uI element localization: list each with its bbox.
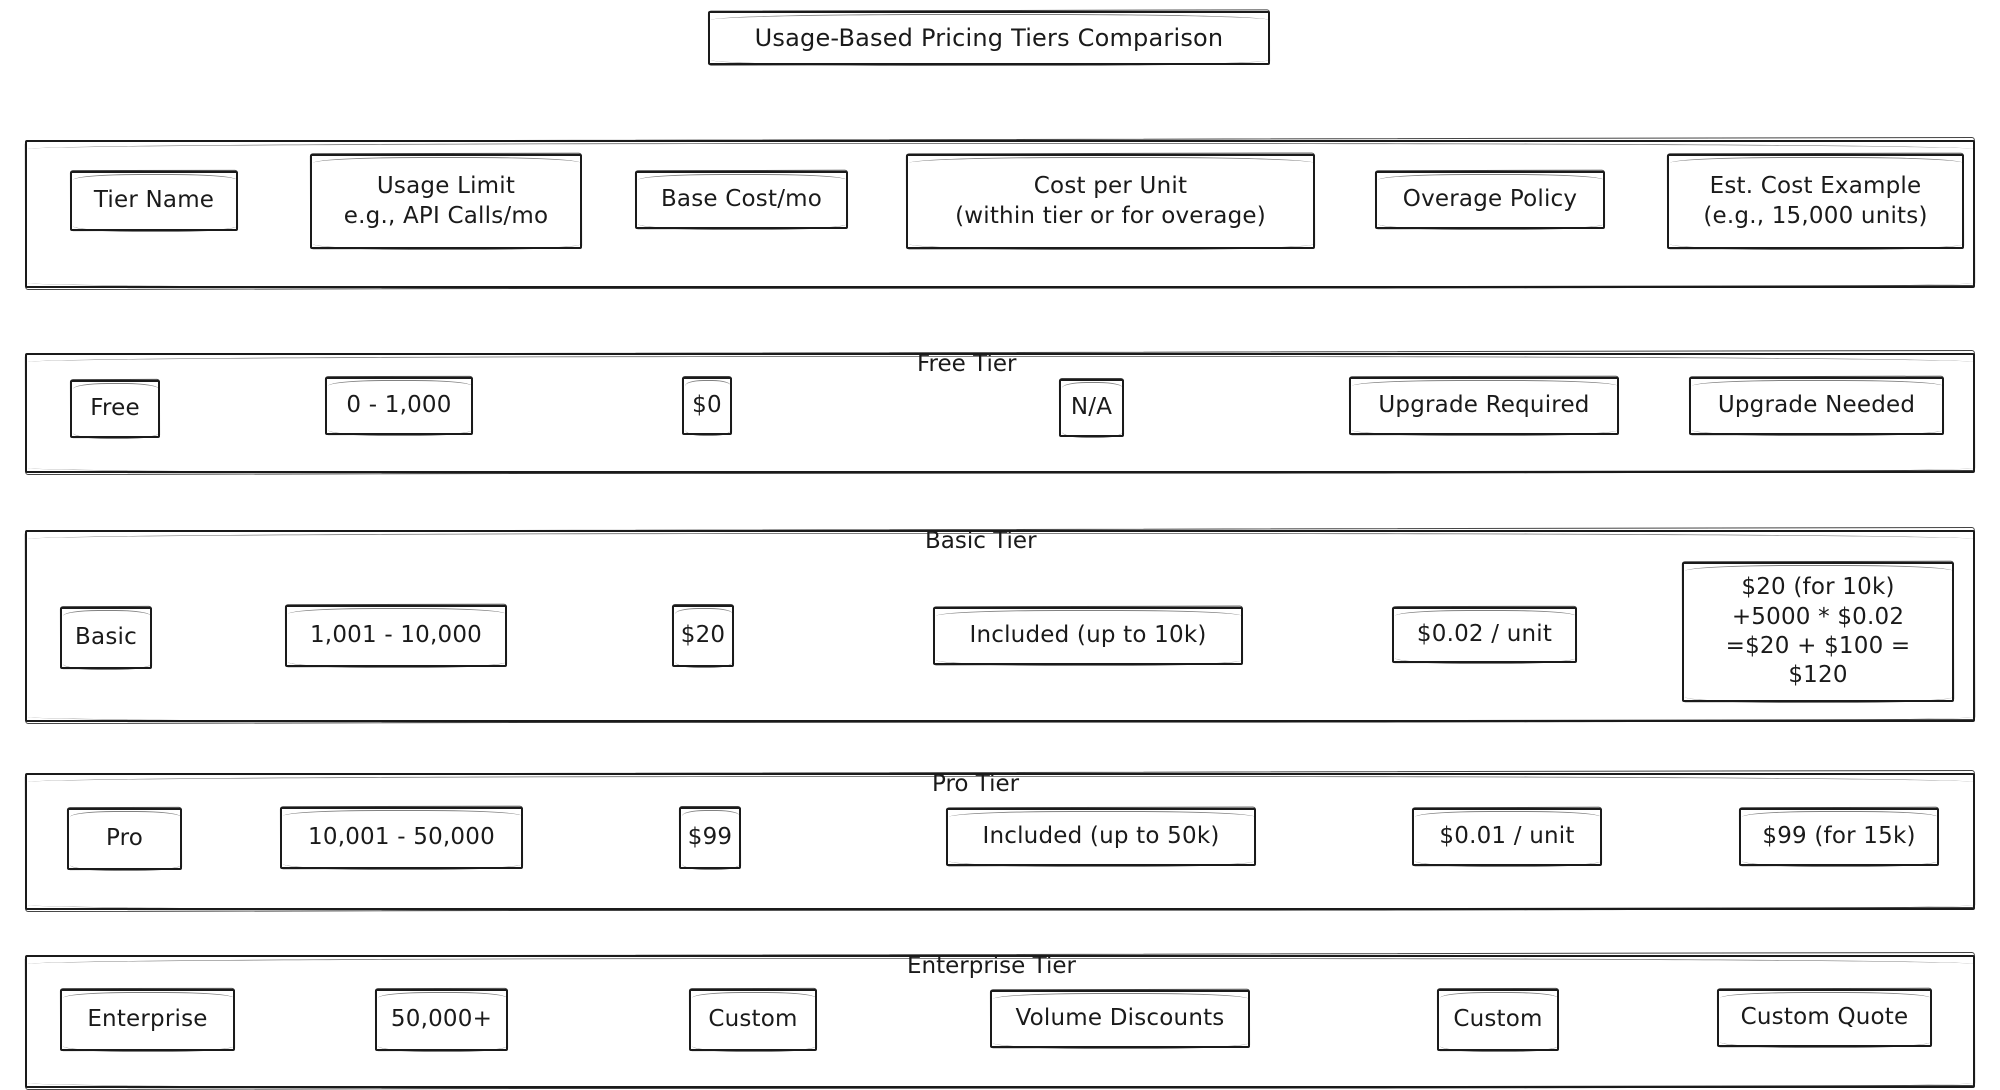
row-group-label-free: Free Tier	[917, 351, 1017, 377]
header-row-container: Tier Name Usage Limit e.g., API Calls/mo…	[25, 140, 1975, 289]
cell-basic-cost-per-unit: Included (up to 10k)	[933, 607, 1243, 666]
cell-basic-usage-limit: 1,001 - 10,000	[285, 605, 507, 668]
cell-basic-est-cost: $20 (for 10k) +5000 * $0.02 =$20 + $100 …	[1682, 562, 1954, 703]
cell-text: Free	[90, 395, 140, 422]
cell-enterprise-overage-policy: Custom	[1437, 989, 1559, 1052]
cell-text: Volume Discounts	[1015, 1005, 1225, 1032]
cell-enterprise-est-cost: Custom Quote	[1717, 989, 1932, 1048]
cell-text: 1,001 - 10,000	[309, 622, 483, 649]
cell-enterprise-base-cost: Custom	[689, 989, 817, 1052]
cell-text: Pro	[105, 825, 144, 852]
row-free-container: Free Tier Free 0 - 1,000 $0 N/A Upgrade …	[25, 351, 1975, 474]
cell-pro-base-cost: $99	[679, 807, 741, 870]
cell-free-base-cost: $0	[682, 377, 732, 436]
cell-text: Upgrade Needed	[1717, 392, 1916, 419]
row-basic-container: Basic Tier Basic 1,001 - 10,000 $20 Incl…	[25, 528, 1975, 723]
diagram-title-box: Usage-Based Pricing Tiers Comparison	[708, 11, 1270, 66]
header-label-tier-name: Tier Name	[93, 187, 215, 214]
cell-pro-tier-name: Pro	[67, 808, 182, 871]
header-cell-usage-limit: Usage Limit e.g., API Calls/mo	[310, 154, 582, 250]
cell-text: $20 (for 10k) +5000 * $0.02 =$20 + $100 …	[1725, 574, 1911, 689]
row-pro-container: Pro Tier Pro 10,001 - 50,000 $99 Include…	[25, 771, 1975, 911]
cell-text: Included (up to 10k)	[969, 622, 1207, 649]
cell-text: $0.02 / unit	[1416, 621, 1553, 648]
cell-basic-base-cost: $20	[672, 605, 734, 668]
header-label-base-cost: Base Cost/mo	[660, 186, 823, 213]
diagram-title: Usage-Based Pricing Tiers Comparison	[754, 23, 1224, 52]
cell-text: 10,001 - 50,000	[308, 824, 495, 851]
row-group-label-basic: Basic Tier	[925, 528, 1037, 554]
row-group-label-pro: Pro Tier	[932, 771, 1020, 797]
cell-text: Included (up to 50k)	[982, 823, 1220, 850]
cell-free-tier-name: Free	[70, 380, 160, 439]
header-label-cost-per-unit: Cost per Unit (within tier or for overag…	[955, 173, 1266, 229]
cell-pro-cost-per-unit: Included (up to 50k)	[946, 808, 1256, 867]
header-cell-est-cost-example: Est. Cost Example (e.g., 15,000 units)	[1667, 154, 1964, 250]
cell-enterprise-cost-per-unit: Volume Discounts	[990, 990, 1250, 1049]
cell-pro-est-cost: $99 (for 15k)	[1739, 808, 1939, 867]
cell-enterprise-usage-limit: 50,000+	[375, 989, 508, 1052]
cell-text: Upgrade Required	[1378, 392, 1590, 419]
cell-text: $99	[687, 824, 733, 851]
header-cell-cost-per-unit: Cost per Unit (within tier or for overag…	[906, 154, 1315, 250]
cell-free-est-cost: Upgrade Needed	[1689, 377, 1944, 436]
cell-text: $20	[680, 622, 726, 649]
cell-text: $0	[692, 392, 722, 419]
cell-free-cost-per-unit: N/A	[1059, 379, 1124, 438]
row-enterprise-container: Enterprise Tier Enterprise 50,000+ Custo…	[25, 953, 1975, 1089]
cell-text: Enterprise	[87, 1006, 208, 1033]
cell-text: Custom	[1453, 1006, 1543, 1033]
cell-text: 50,000+	[390, 1006, 493, 1033]
header-cell-base-cost: Base Cost/mo	[635, 171, 848, 230]
header-label-usage-limit: Usage Limit e.g., API Calls/mo	[343, 173, 549, 229]
cell-basic-tier-name: Basic	[60, 607, 152, 670]
cell-text: Custom Quote	[1740, 1004, 1909, 1031]
cell-free-usage-limit: 0 - 1,000	[325, 377, 473, 436]
cell-free-overage-policy: Upgrade Required	[1349, 377, 1619, 436]
header-cell-tier-name: Tier Name	[70, 171, 238, 232]
cell-pro-usage-limit: 10,001 - 50,000	[280, 807, 523, 870]
cell-basic-overage-policy: $0.02 / unit	[1392, 607, 1577, 664]
cell-pro-overage-policy: $0.01 / unit	[1412, 808, 1602, 867]
cell-text: 0 - 1,000	[346, 392, 452, 419]
cell-text: N/A	[1070, 394, 1113, 421]
cell-text: $99 (for 15k)	[1762, 823, 1916, 850]
header-cell-overage-policy: Overage Policy	[1375, 171, 1605, 230]
cell-text: Basic	[75, 624, 137, 651]
cell-text: Custom	[708, 1006, 798, 1033]
cell-text: $0.01 / unit	[1439, 823, 1575, 850]
row-group-label-enterprise: Enterprise Tier	[907, 953, 1076, 979]
header-label-est-cost-example: Est. Cost Example (e.g., 15,000 units)	[1703, 173, 1928, 229]
cell-enterprise-tier-name: Enterprise	[60, 989, 235, 1052]
header-label-overage-policy: Overage Policy	[1402, 186, 1578, 213]
